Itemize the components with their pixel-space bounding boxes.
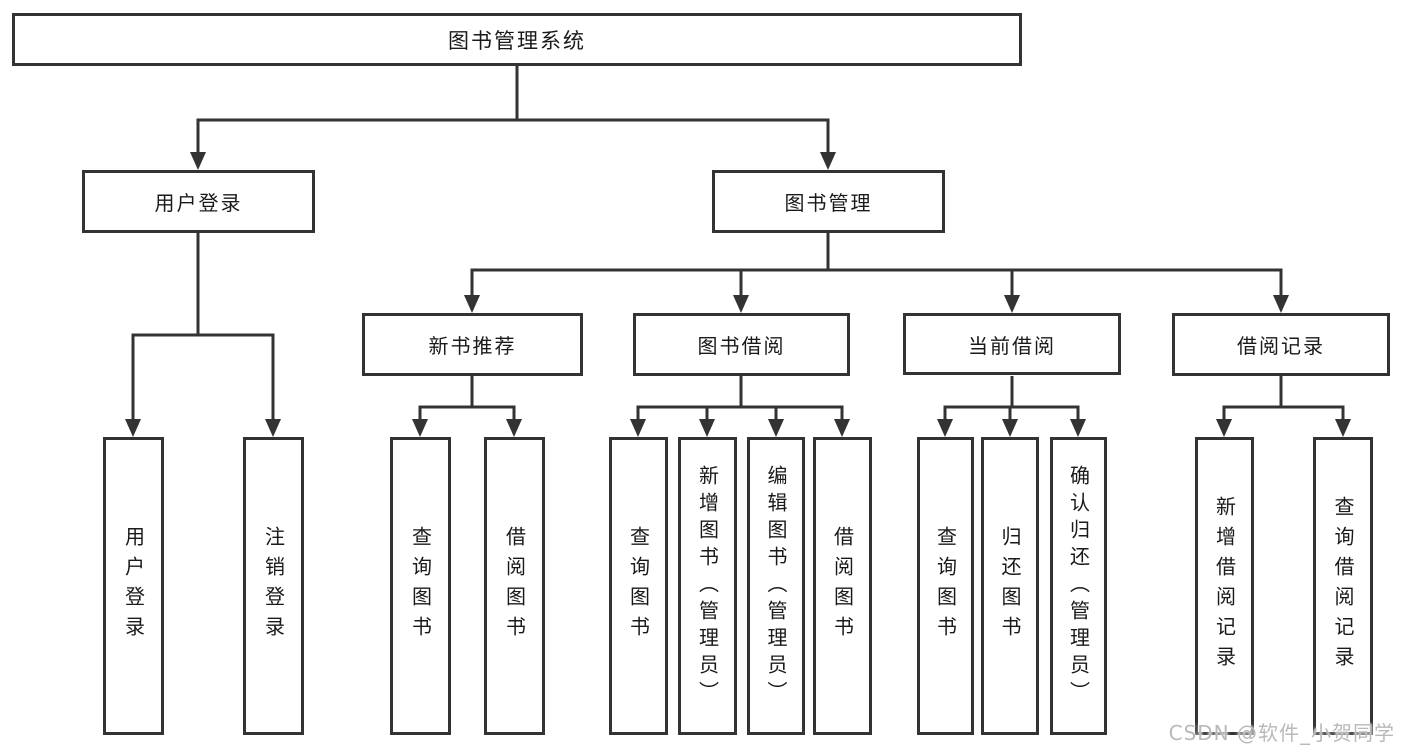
arrowheads [125,152,1351,437]
node-user-login: 用户登录 [82,170,315,233]
leaf-logout: 注销登录 [243,437,304,735]
connector-book-borrow [636,376,844,423]
node-label: 归还图书 [998,526,1022,646]
leaf-recommend-query-books: 查询图书 [390,437,451,735]
connector-current-borrow [943,376,1080,423]
connector-new-book-recommend [418,376,516,423]
leaf-borrow-borrow-books: 借阅图书 [813,437,872,735]
leaf-records-query-record: 查询借阅记录 [1313,437,1373,735]
node-label: 注销登录 [261,526,286,646]
csdn-watermark: CSDN @软件_小贺同学 [1168,721,1395,745]
leaf-borrow-query-books: 查询图书 [609,437,668,735]
node-label: 查询借阅记录 [1331,496,1355,676]
node-label: 编辑图书（管理员） [764,464,788,708]
node-borrow-records: 借阅记录 [1172,313,1390,376]
node-label: 新书推荐 [428,334,517,358]
node-current-borrow: 当前借阅 [903,313,1121,375]
connector-user-login [131,233,275,423]
node-new-book-recommend: 新书推荐 [362,313,583,376]
leaf-recommend-borrow-books: 借阅图书 [484,437,545,735]
node-label: 查询图书 [408,526,433,646]
leaf-borrow-add-books-admin: 新增图书（管理员） [678,437,737,735]
node-label: 图书管理系统 [448,28,586,53]
connector-book-management [470,233,1283,300]
connector-root [196,65,830,156]
leaf-records-add-record: 新增借阅记录 [1195,437,1254,735]
node-label: 确认归还（管理员） [1066,464,1091,708]
node-label: 查询图书 [933,526,958,646]
node-label: 用户登录 [154,191,243,215]
leaf-user-login: 用户登录 [103,437,164,735]
leaf-borrow-edit-books-admin: 编辑图书（管理员） [747,437,805,735]
node-label: 借阅记录 [1237,334,1325,358]
node-label: 当前借阅 [968,333,1056,358]
node-library-management-system: 图书管理系统 [12,13,1022,66]
connector-borrow-records [1222,376,1345,423]
node-label: 查询图书 [626,526,651,646]
node-book-management: 图书管理 [712,170,945,233]
node-label: 图书管理 [784,191,873,215]
node-label: 用户登录 [121,526,146,646]
leaf-current-return-books: 归还图书 [981,437,1039,735]
node-label: 借阅图书 [502,526,527,646]
node-book-borrow: 图书借阅 [633,313,850,376]
leaf-current-confirm-return-admin: 确认归还（管理员） [1050,437,1107,735]
node-label: 新增图书（管理员） [695,464,720,708]
node-label: 借阅图书 [830,526,855,646]
node-label: 图书借阅 [697,334,786,358]
node-label: 新增借阅记录 [1212,496,1237,676]
leaf-current-query-books: 查询图书 [917,437,974,735]
